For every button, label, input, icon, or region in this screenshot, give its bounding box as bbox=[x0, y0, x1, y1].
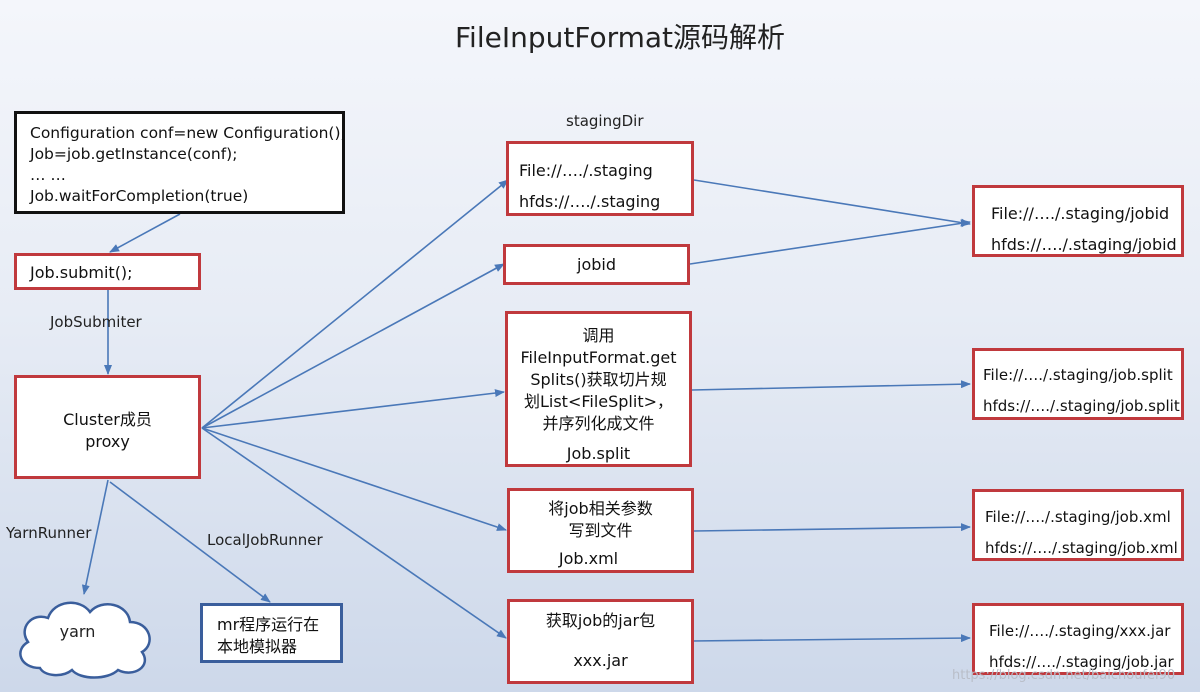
code-line-1: Configuration conf=new Configuration(); bbox=[30, 124, 346, 142]
yarn-runner-label: YarnRunner bbox=[6, 524, 92, 542]
split-box: 调用 FileInputFormat.get Splits()获取切片规 划Li… bbox=[505, 311, 692, 467]
cluster-box: Cluster成员 proxy bbox=[14, 375, 201, 479]
output-jar-line-2: hfds://…./.staging/job.jar bbox=[989, 653, 1174, 671]
split-line-4: 划List<FileSplit>， bbox=[523, 392, 674, 411]
code-line-4: Job.waitForCompletion(true) bbox=[30, 187, 249, 205]
yarn-cloud-label: yarn bbox=[59, 622, 96, 641]
xml-box: 将job相关参数 写到文件 Job.xml bbox=[507, 488, 694, 573]
job-submit-box: Job.submit(); bbox=[14, 253, 201, 290]
arrow-jar-to-out bbox=[691, 634, 971, 643]
output-split-box: File://…./.staging/job.split hfds://…./.… bbox=[972, 348, 1184, 420]
staging-line-1: File://…./.staging bbox=[519, 161, 653, 180]
cluster-line-2: proxy bbox=[85, 432, 130, 451]
watermark-url: https://blog.csdn.net/baichoufei90 bbox=[952, 668, 1176, 683]
jar-box: 获取job的jar包 xxx.jar bbox=[507, 599, 694, 684]
arrow-jobid-to-out bbox=[689, 219, 971, 265]
arrow-cluster-to-local bbox=[109, 481, 271, 603]
jobid-box: jobid bbox=[503, 244, 690, 285]
arrow-cluster-to-xml bbox=[201, 427, 507, 531]
staging-line-2: hfds://…./.staging bbox=[519, 192, 661, 211]
arrow-split-to-out bbox=[691, 380, 971, 391]
output-xml-line-2: hfds://…./.staging/job.xml bbox=[985, 539, 1178, 557]
arrow-cluster-to-yarn bbox=[81, 479, 109, 595]
split-line-3: Splits()获取切片规 bbox=[530, 370, 667, 389]
local-simulator-box: mr程序运行在 本地模拟器 bbox=[200, 603, 343, 663]
jobid-text: jobid bbox=[577, 255, 616, 274]
output-jar-box: File://…./.staging/xxx.jar hfds://…./.st… bbox=[972, 603, 1184, 675]
local-line-1: mr程序运行在 bbox=[217, 615, 320, 634]
output-split-line-2: hfds://…./.staging/job.split bbox=[983, 397, 1180, 415]
job-submit-text: Job.submit(); bbox=[30, 263, 133, 282]
arrow-xml-to-out bbox=[693, 523, 971, 532]
output-jobid-line-1: File://…./.staging/jobid bbox=[991, 204, 1170, 223]
arrow-cluster-to-jar bbox=[201, 427, 507, 639]
code-line-3: … … bbox=[30, 166, 66, 184]
arrow-cluster-to-staging bbox=[201, 179, 509, 429]
split-line-5: 并序列化成文件 bbox=[542, 414, 655, 433]
split-file: Job.split bbox=[566, 444, 631, 463]
jar-file: xxx.jar bbox=[573, 651, 628, 670]
arrow-cluster-to-split bbox=[201, 389, 505, 429]
xml-file: Job.xml bbox=[558, 549, 619, 568]
jar-line-1: 获取job的jar包 bbox=[545, 611, 656, 630]
staging-dir-label: stagingDir bbox=[566, 112, 644, 130]
arrow-cluster-to-jobid bbox=[201, 263, 505, 429]
local-line-2: 本地模拟器 bbox=[217, 637, 298, 656]
xml-line-1: 将job相关参数 bbox=[548, 499, 653, 518]
split-line-2: FileInputFormat.get bbox=[520, 348, 677, 367]
xml-line-2: 写到文件 bbox=[568, 521, 633, 540]
job-submitter-label: JobSubmiter bbox=[50, 313, 142, 331]
output-xml-line-1: File://…./.staging/job.xml bbox=[985, 508, 1171, 526]
arrow-staging-to-out bbox=[693, 179, 971, 227]
output-jar-line-1: File://…./.staging/xxx.jar bbox=[989, 622, 1171, 640]
arrow-client-to-submit bbox=[109, 213, 181, 253]
cluster-line-1: Cluster成员 bbox=[63, 410, 152, 429]
code-line-2: Job=job.getInstance(conf); bbox=[30, 145, 238, 163]
client-code-box: Configuration conf=new Configuration(); … bbox=[14, 111, 346, 214]
output-xml-box: File://…./.staging/job.xml hfds://…./.st… bbox=[972, 489, 1184, 561]
output-jobid-line-2: hfds://…./.staging/jobid bbox=[991, 235, 1177, 254]
staging-box: File://…./.staging hfds://…./.staging bbox=[506, 141, 694, 216]
split-line-1: 调用 bbox=[582, 326, 615, 345]
yarn-cloud-icon bbox=[19, 601, 151, 679]
output-split-line-1: File://…./.staging/job.split bbox=[983, 366, 1173, 384]
local-runner-label: LocalJobRunner bbox=[207, 531, 323, 549]
output-jobid-box: File://…./.staging/jobid hfds://…./.stag… bbox=[972, 185, 1184, 257]
diagram-title: FileInputFormat源码解析 bbox=[454, 21, 786, 54]
